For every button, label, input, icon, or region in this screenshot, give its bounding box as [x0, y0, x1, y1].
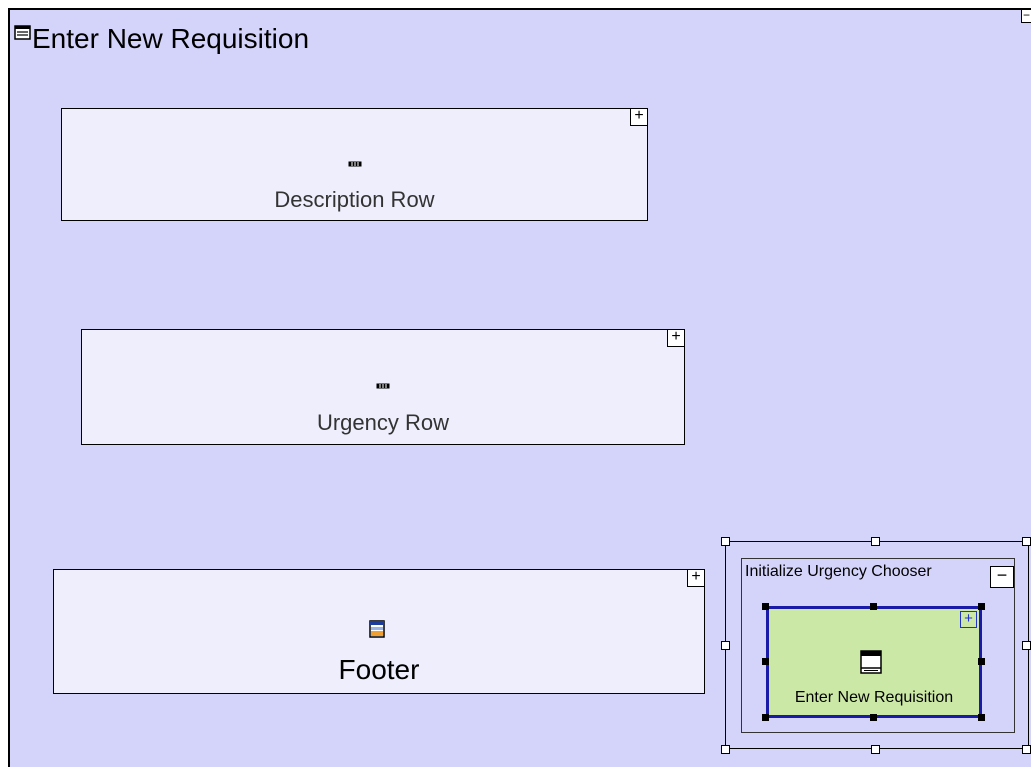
- node-label: Description Row: [274, 187, 435, 212]
- form-icon: [14, 25, 31, 40]
- row-icon: [348, 161, 361, 167]
- expand-button[interactable]: +: [687, 569, 705, 587]
- expand-button[interactable]: +: [960, 611, 977, 628]
- group-collapse-button[interactable]: −: [990, 566, 1014, 588]
- resize-handle[interactable]: [1022, 745, 1031, 754]
- enter-new-requisition-task[interactable]: + Enter New Requisition: [766, 606, 982, 718]
- resize-handle[interactable]: [870, 603, 877, 610]
- resize-handle[interactable]: [870, 714, 877, 721]
- resize-handle[interactable]: [721, 537, 730, 546]
- footer-icon: [369, 620, 385, 638]
- resize-handle[interactable]: [871, 745, 880, 754]
- process-title: Enter New Requisition: [32, 23, 310, 54]
- expand-button[interactable]: +: [630, 108, 648, 126]
- window-icon: [860, 650, 882, 674]
- resize-handle[interactable]: [762, 658, 769, 665]
- resize-handle[interactable]: [762, 603, 769, 610]
- footer-node[interactable]: + Footer: [53, 569, 705, 694]
- resize-handle[interactable]: [978, 603, 985, 610]
- row-icon: [376, 383, 390, 389]
- expand-button[interactable]: +: [667, 329, 685, 347]
- node-label: Urgency Row: [316, 410, 450, 435]
- collapse-button[interactable]: −: [1021, 9, 1031, 23]
- resize-handle[interactable]: [721, 745, 730, 754]
- description-row-node[interactable]: + Description Row: [61, 108, 648, 221]
- resize-handle[interactable]: [978, 714, 985, 721]
- resize-handle[interactable]: [721, 641, 730, 650]
- resize-handle[interactable]: [978, 658, 985, 665]
- node-label: Footer: [338, 654, 420, 685]
- resize-handle[interactable]: [1022, 537, 1031, 546]
- resize-handle[interactable]: [762, 714, 769, 721]
- group-title: Initialize Urgency Chooser: [745, 563, 932, 580]
- urgency-row-node[interactable]: + Urgency Row: [81, 329, 685, 445]
- resize-handle[interactable]: [871, 537, 880, 546]
- task-label: Enter New Requisition: [794, 689, 954, 706]
- resize-handle[interactable]: [1022, 641, 1031, 650]
